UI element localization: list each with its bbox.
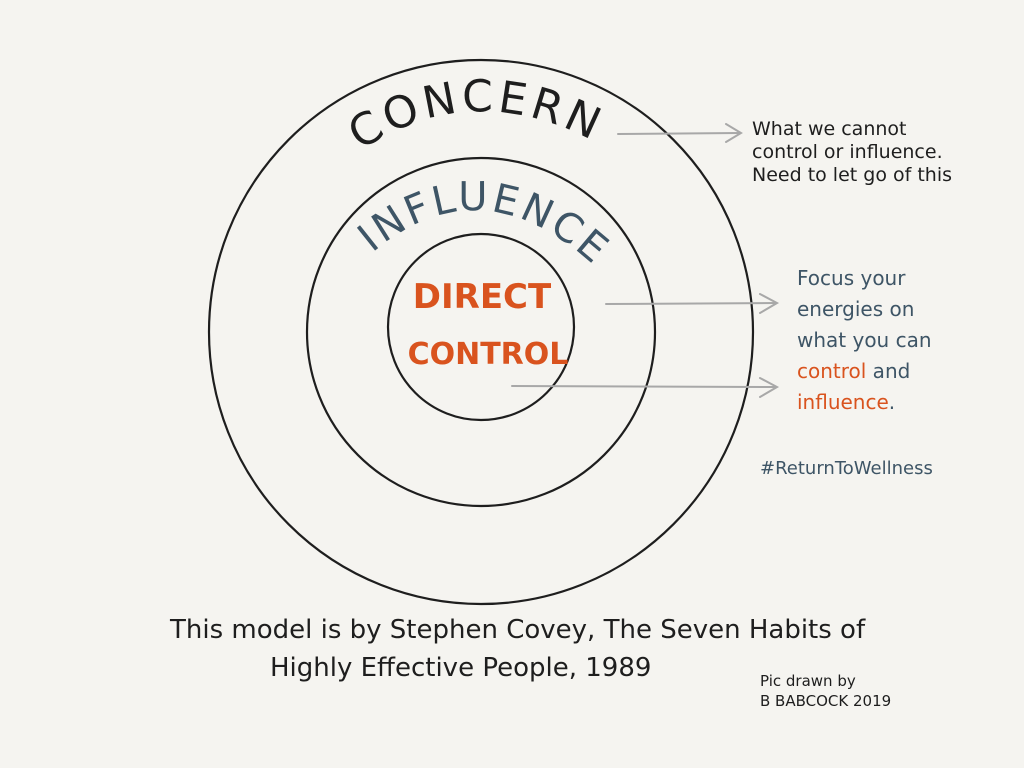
focus-note-text: . [888, 390, 896, 414]
concern-note-line: control or influence. [752, 140, 943, 163]
credit-line: This model is by Stephen Covey, The Seve… [170, 615, 866, 645]
control-label: CONTROL [408, 337, 569, 372]
focus-note: Focus your energies on what you can cont… [797, 263, 997, 418]
focus-note-influence-word: influence [797, 390, 889, 414]
focus-note-line: control and [797, 356, 997, 387]
concern-note: What we cannot control or influence. Nee… [752, 118, 1012, 186]
credit-line: Highly Effective People, 1989 [270, 652, 652, 683]
focus-note-text: and [866, 359, 911, 383]
drawn-by-line: Pic drawn by [760, 672, 856, 690]
focus-note-control-word: control [797, 359, 867, 383]
influence-label: INFLUENCE [350, 174, 619, 274]
drawn-by-signature: Pic drawn by B BABCOCK 2019 [760, 672, 891, 711]
hashtag: #ReturnToWellness [760, 458, 933, 479]
focus-note-line: influence. [797, 387, 997, 418]
concern-note-line: What we cannot [752, 118, 907, 140]
concern-note-line: Need to let go of this [752, 163, 953, 186]
arrow-influence [605, 293, 780, 314]
influence-circle [305, 156, 657, 508]
focus-note-line: what you can [797, 328, 932, 352]
concern-circle [207, 58, 755, 606]
concern-label: CONCERN [340, 71, 612, 160]
drawn-by-line: B BABCOCK 2019 [760, 691, 892, 710]
focus-note-line: Focus your [797, 266, 906, 290]
direct-control-circle [386, 232, 576, 422]
arrow-concern [617, 123, 743, 143]
credit-text: This model is by Stephen Covey, The Seve… [170, 612, 890, 687]
focus-note-line: energies on [797, 297, 915, 321]
direct-label: DIRECT [413, 277, 552, 317]
arrow-control [511, 377, 780, 398]
